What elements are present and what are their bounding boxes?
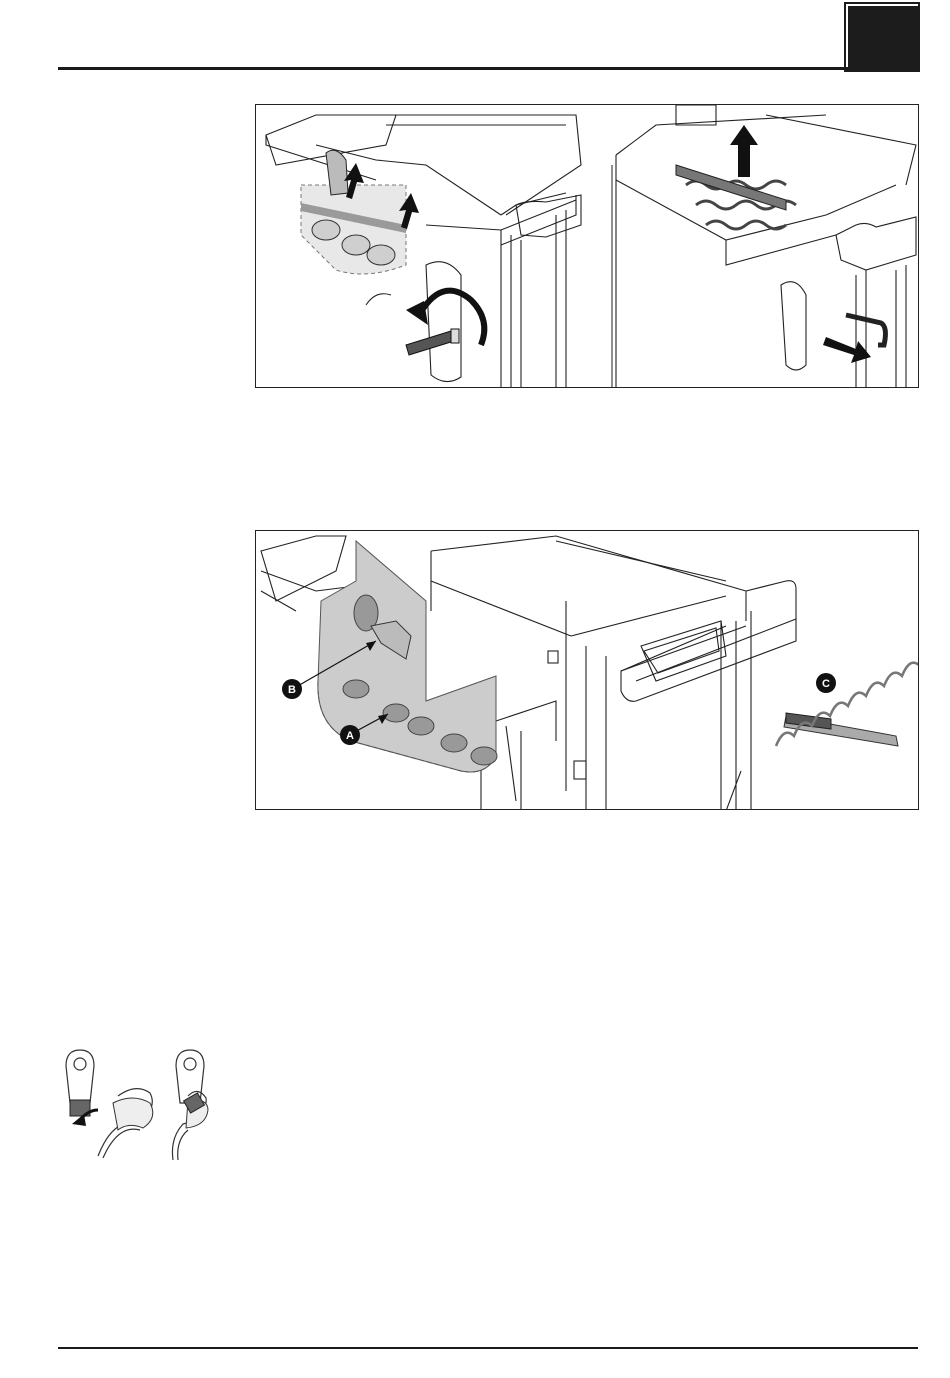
callout-a: A — [340, 725, 360, 745]
latch-illustration — [58, 1048, 218, 1166]
svg-text:A: A — [346, 730, 354, 742]
footer-rule — [58, 1347, 918, 1349]
cleaning-brush-icon — [784, 713, 898, 746]
figure-removal-steps — [255, 104, 919, 388]
arrow-right-icon — [823, 337, 871, 363]
arrow-up-icon-3 — [730, 125, 758, 177]
section-tab-marker — [848, 6, 918, 70]
callout-b: B — [282, 679, 302, 699]
header-rule — [58, 67, 848, 70]
svg-text:B: B — [288, 684, 296, 696]
figure-latch-detail — [58, 1048, 218, 1166]
heat-exchanger-illustration: B A C — [256, 531, 918, 809]
callout-c: C — [816, 673, 836, 693]
figure-heat-exchanger-cleaning: B A C — [255, 530, 919, 810]
removal-steps-illustration — [256, 105, 918, 387]
svg-text:C: C — [822, 678, 830, 690]
handle-tool — [406, 329, 459, 355]
